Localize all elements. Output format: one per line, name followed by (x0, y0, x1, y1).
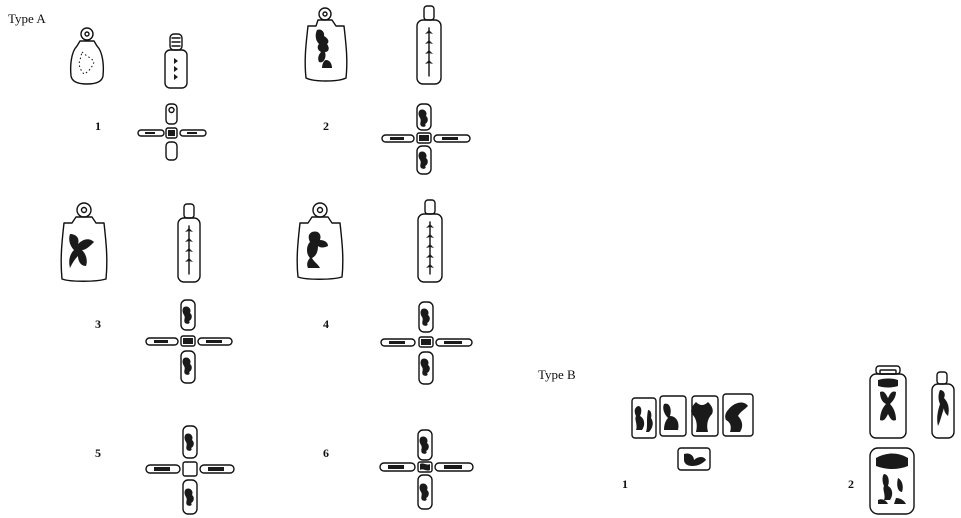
type-a-item-2-number: 2 (323, 119, 329, 133)
type-a-2-cross-view (381, 103, 471, 175)
type-b-item-2-number: 2 (848, 477, 854, 491)
type-a-3-seal-front (60, 202, 108, 282)
type-a-3-seal-side (177, 203, 201, 283)
type-a-1-seal-front (69, 27, 105, 85)
type-a-item-3-number: 3 (95, 317, 101, 331)
type-a-3-cross-view (145, 299, 233, 384)
type-a-item-4-number: 4 (323, 317, 329, 331)
type-b-heading: Type B (538, 367, 576, 382)
type-a-5-cross-view (145, 425, 235, 515)
type-a-2-seal-side (416, 5, 442, 85)
type-a-6-cross-view (379, 429, 474, 510)
type-a-4-seal-front (296, 202, 344, 280)
type-a-4-seal-side (417, 199, 443, 283)
type-a-item-1-number: 1 (95, 119, 101, 133)
type-a-item-5-number: 5 (95, 446, 101, 460)
type-b-2-impression (869, 447, 915, 515)
type-a-2-seal-front (304, 7, 348, 82)
type-b-2-seal-front (869, 365, 907, 439)
type-b-2-seal-side (931, 371, 955, 439)
type-b-item-1-number: 1 (622, 477, 628, 491)
type-a-4-cross-view (380, 301, 473, 385)
type-b-1-impressions (631, 393, 754, 471)
type-a-item-6-number: 6 (323, 446, 329, 460)
type-a-heading: Type A (8, 11, 46, 26)
type-a-1-seal-side (164, 33, 188, 89)
type-a-1-cross-view (137, 103, 207, 161)
